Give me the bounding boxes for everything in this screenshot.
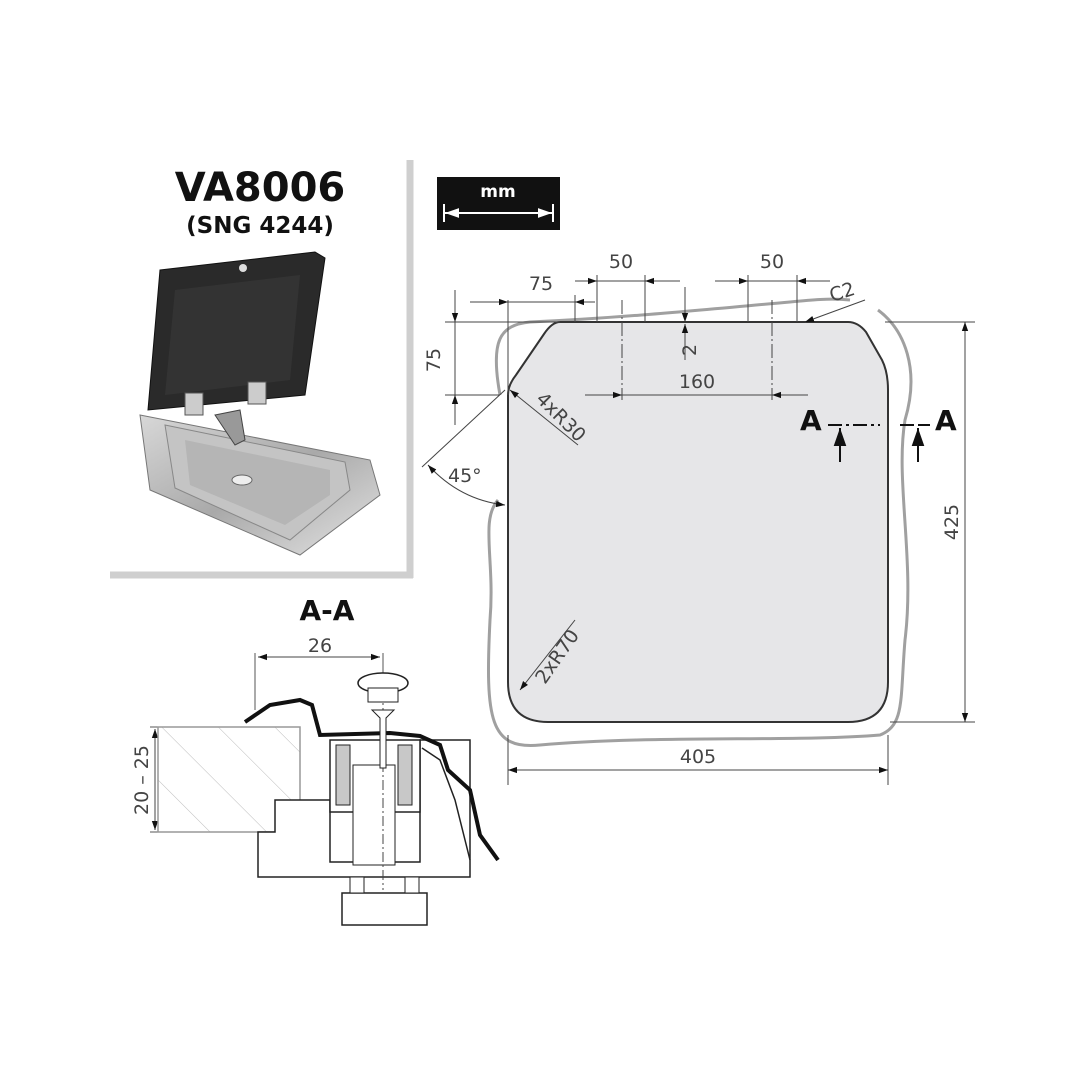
height-label: 425 xyxy=(941,504,963,540)
chamfer-label: C2 xyxy=(827,278,858,307)
model-title: VA8006 xyxy=(174,165,346,211)
sink-outline xyxy=(487,297,913,748)
unit-badge: mm xyxy=(437,177,560,230)
sink-rim xyxy=(243,697,500,862)
slot-depth-label: 2 xyxy=(679,344,701,356)
model-subtitle: (SNG 4244) xyxy=(186,213,334,239)
unit-label: mm xyxy=(480,182,515,202)
section-markers: A A xyxy=(800,404,957,462)
section-view: A-A 26 20 – 25 xyxy=(131,594,500,926)
offset-label: 26 xyxy=(308,635,332,657)
product-frame xyxy=(110,160,414,579)
slot-1-label: 50 xyxy=(609,251,633,273)
thickness-label: 20 – 25 xyxy=(131,745,153,815)
section-marker-right: A xyxy=(935,404,957,437)
clamp-body xyxy=(257,739,471,878)
dimension-lines xyxy=(421,275,975,785)
section-marker-left: A xyxy=(800,404,822,437)
sink-product-image xyxy=(139,251,381,556)
screw xyxy=(370,709,396,769)
angle-label: 45° xyxy=(448,465,482,487)
corner-vertical-label: 75 xyxy=(423,348,445,372)
slot-spacing-label: 160 xyxy=(679,371,715,393)
slot-2-label: 50 xyxy=(760,251,784,273)
cutout-shape xyxy=(507,321,889,723)
section-title: A-A xyxy=(300,594,355,627)
width-label: 405 xyxy=(680,746,716,768)
corner-horizontal-label: 75 xyxy=(529,273,553,295)
